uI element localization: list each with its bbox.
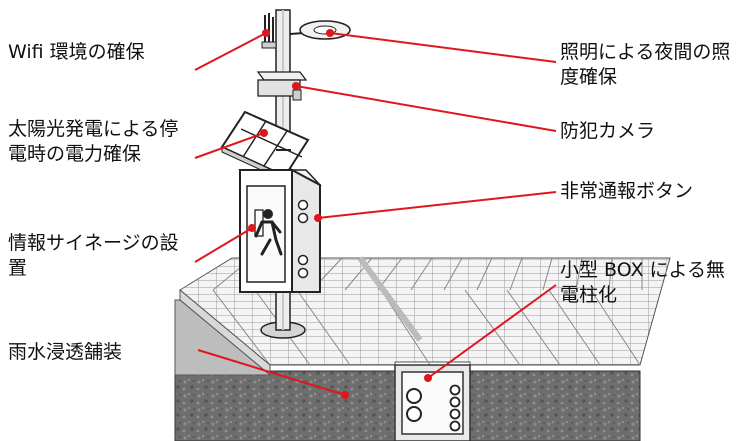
label-solar-power: 太陽光発電による停電時の電力確保 bbox=[8, 117, 196, 167]
leader-camera bbox=[295, 85, 557, 132]
label-wifi: Wifi 環境の確保 bbox=[8, 41, 145, 63]
leader-lines bbox=[194, 29, 557, 399]
pavement-surface bbox=[174, 256, 671, 377]
label-signage-text: 情報サイネージの設置 bbox=[8, 232, 179, 279]
leader-lighting-dot bbox=[326, 29, 334, 37]
leader-signage-dot bbox=[248, 224, 256, 232]
label-pavement: 雨水浸透舗装 bbox=[8, 341, 123, 363]
leader-signage bbox=[194, 227, 253, 263]
label-utility-box-text: 小型 BOX による無電柱化 bbox=[560, 259, 725, 306]
leader-emergency-dot bbox=[314, 214, 322, 222]
leader-camera-dot bbox=[292, 82, 300, 90]
label-lighting: 照明による夜間の照度確保 bbox=[560, 40, 740, 90]
wifi-antenna bbox=[261, 13, 277, 49]
label-emergency-button: 非常通報ボタン bbox=[560, 180, 694, 202]
leader-wifi bbox=[194, 32, 267, 71]
leader-utility-box-dot bbox=[424, 374, 432, 382]
security-camera bbox=[256, 71, 308, 101]
label-lighting-text: 照明による夜間の照度確保 bbox=[560, 41, 731, 88]
signage-cabinet bbox=[238, 168, 322, 293]
leader-lighting bbox=[329, 32, 557, 63]
leader-solar bbox=[194, 132, 265, 159]
leader-solar-dot bbox=[260, 129, 268, 137]
label-utility-box: 小型 BOX による無電柱化 bbox=[560, 258, 740, 308]
leader-pavement bbox=[197, 349, 346, 396]
leader-wifi-dot bbox=[262, 29, 270, 37]
emergency-button bbox=[297, 199, 309, 279]
light-fixture bbox=[289, 20, 351, 40]
utility-box-trench bbox=[394, 364, 471, 441]
leader-emergency bbox=[317, 191, 557, 219]
label-signage: 情報サイネージの設置 bbox=[8, 231, 196, 281]
leader-utility-box bbox=[427, 284, 557, 379]
leader-pavement-dot bbox=[341, 391, 349, 399]
label-solar-power-text: 太陽光発電による停電時の電力確保 bbox=[8, 118, 179, 165]
label-camera: 防犯カメラ bbox=[560, 120, 656, 142]
